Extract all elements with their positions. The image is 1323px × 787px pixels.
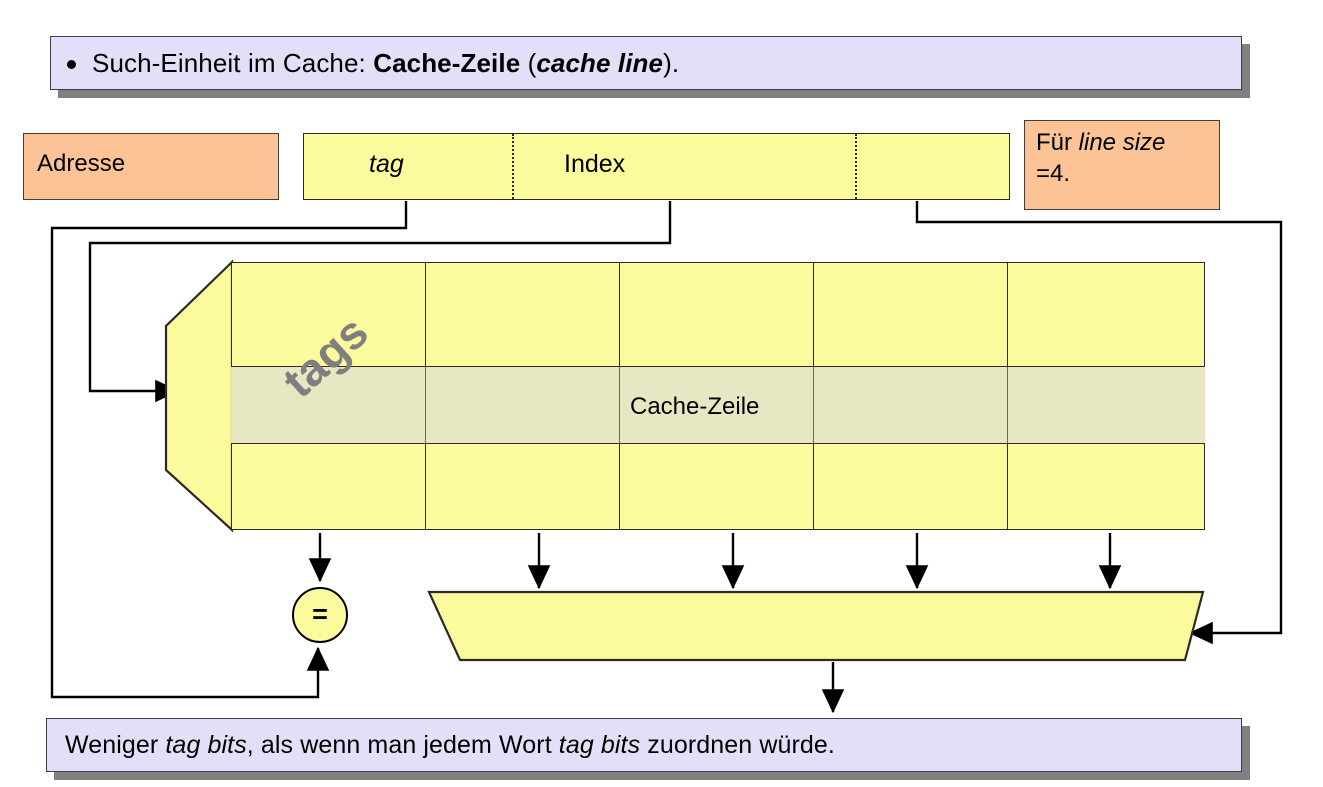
tag-store-block bbox=[164, 259, 234, 533]
cache-line-label: Cache-Zeile bbox=[630, 393, 760, 420]
tag-comparator: = bbox=[292, 587, 348, 643]
address-label-box: Adresse bbox=[23, 133, 279, 200]
address-divider-index-offset bbox=[855, 134, 857, 199]
address-divider-tag-index bbox=[512, 134, 514, 199]
address-segment-index-label: Index bbox=[564, 150, 626, 178]
line-size-note-text: Für line size=4. bbox=[1036, 129, 1166, 187]
cache-column-word-2 bbox=[813, 262, 1007, 530]
top-statement-banner: Such-Einheit im Cache: Cache-Zeile (cach… bbox=[50, 36, 1242, 90]
top-banner-text: Such-Einheit im Cache: Cache-Zeile (cach… bbox=[92, 47, 680, 78]
address-label: Adresse bbox=[37, 150, 126, 177]
cache-column-tags bbox=[231, 262, 425, 530]
word-multiplexer bbox=[427, 590, 1205, 662]
equals-symbol: = bbox=[312, 599, 328, 629]
bottom-banner-text: Weniger tag bits, als wenn man jedem Wor… bbox=[65, 730, 835, 759]
cache-column-word-3 bbox=[1007, 262, 1205, 530]
cache-column-word-0 bbox=[425, 262, 619, 530]
address-segment-tag-label: tag bbox=[369, 150, 404, 178]
line-size-note-box: Für line size=4. bbox=[1024, 120, 1220, 210]
bottom-statement-banner: Weniger tag bits, als wenn man jedem Wor… bbox=[46, 718, 1242, 772]
address-field: tag Index bbox=[303, 133, 1010, 200]
bullet-icon bbox=[67, 59, 76, 69]
